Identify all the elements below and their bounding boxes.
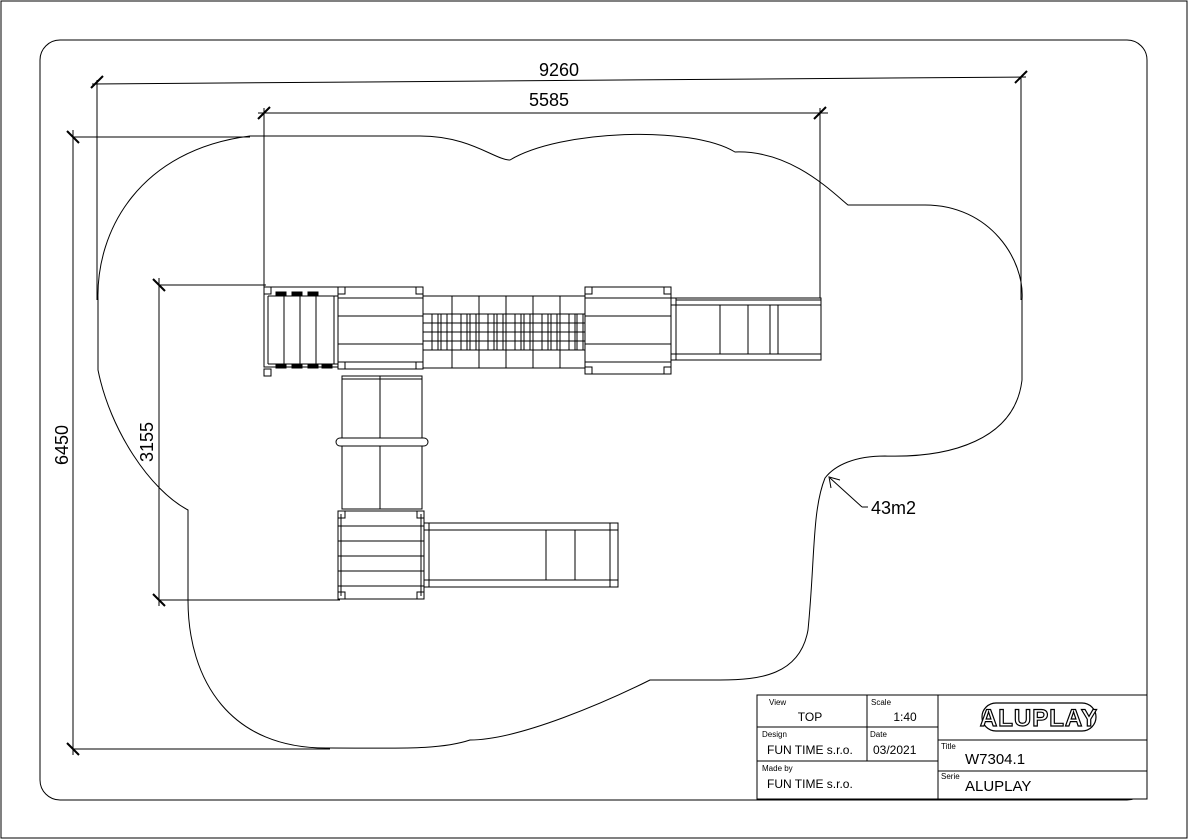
bridge <box>422 295 586 369</box>
scale-value: 1:40 <box>893 710 917 724</box>
tunnel <box>335 375 429 510</box>
serie-label: Serie <box>941 772 960 781</box>
play-structure <box>263 286 822 600</box>
right-slide <box>670 297 822 361</box>
area-label: 43m2 <box>871 498 916 518</box>
made-by-label: Made by <box>762 764 793 773</box>
dimension-inner-width-text: 5585 <box>529 90 569 110</box>
date-label: Date <box>870 730 887 739</box>
title-label: Title <box>941 742 956 751</box>
view-label: View <box>769 698 786 707</box>
aluplay-logo: ALUPLAY <box>979 702 1098 733</box>
dimension-overall-width <box>90 70 1028 300</box>
lower-slide <box>423 522 619 588</box>
main-platform-left <box>337 286 424 370</box>
view-value: TOP <box>798 710 822 724</box>
scale-label: Scale <box>871 698 892 707</box>
dimension-inner-depth-text: 3155 <box>137 422 157 462</box>
inner-border <box>39 39 1148 801</box>
left-end-platform <box>263 286 339 377</box>
safety-area-outline <box>97 133 1023 749</box>
main-platform-right <box>584 286 672 375</box>
dimension-inner-depth <box>152 278 340 607</box>
design-value: FUN TIME s.r.o. <box>767 743 853 757</box>
made-by-value: FUN TIME s.r.o. <box>767 777 853 791</box>
aluplay-logo-text: ALUPLAY <box>980 705 1098 732</box>
lower-platform <box>337 510 425 600</box>
design-label: Design <box>762 730 787 739</box>
date-value: 03/2021 <box>873 743 917 757</box>
dimension-overall-depth-text: 6450 <box>52 425 72 465</box>
serie-value: ALUPLAY <box>965 778 1031 795</box>
title-value: W7304.1 <box>965 751 1025 768</box>
area-leader <box>828 476 868 508</box>
dimension-inner-width <box>257 106 828 300</box>
dimension-overall-width-text: 9260 <box>539 60 579 80</box>
dimension-overall-depth <box>66 130 330 756</box>
